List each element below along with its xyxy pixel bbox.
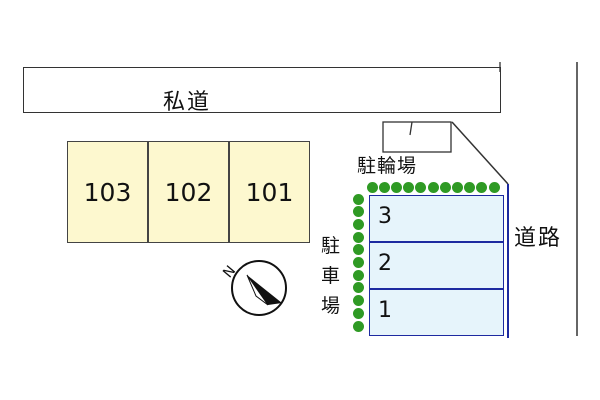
unit-103: 103	[67, 141, 148, 243]
parking-space-number: 2	[378, 251, 392, 276]
private-road-label: 私道	[163, 90, 212, 115]
parking-space-1: 1	[369, 289, 504, 336]
bicycle-parking-label: 駐輪場	[357, 155, 418, 177]
bicycle-shed	[382, 121, 452, 153]
hedge-dot	[451, 181, 463, 193]
hedge-dot	[352, 282, 364, 294]
hedge-dot	[352, 244, 364, 256]
hedge-dot	[390, 181, 402, 193]
parking-space-3: 3	[369, 195, 504, 242]
private-road	[23, 67, 501, 113]
parking-space-number: 1	[378, 298, 392, 323]
unit-101: 101	[229, 141, 310, 243]
hedge-dot	[352, 320, 364, 332]
car-parking-label-3: 場	[321, 295, 341, 317]
car-parking-label-1: 駐	[321, 235, 341, 257]
hedge-dot	[427, 181, 439, 193]
hedge-dot	[476, 181, 488, 193]
hedge-dot	[378, 181, 390, 193]
hedge-dot	[352, 295, 364, 307]
hedge-dot	[352, 206, 364, 218]
hedge-dot	[352, 257, 364, 268]
hedge-dot	[488, 181, 500, 193]
parking-space-2: 2	[369, 242, 504, 289]
hedge-dot	[464, 181, 476, 193]
road-label: 道路	[514, 226, 563, 251]
hedge-dot	[439, 181, 451, 193]
unit-102: 102	[148, 141, 229, 243]
hedge-dot	[403, 181, 415, 193]
hedge-dot	[352, 269, 364, 281]
car-parking-label-2: 車	[321, 265, 341, 287]
hedge-dot	[352, 307, 364, 319]
hedge-dot	[352, 218, 364, 230]
hedge-dot	[415, 181, 427, 193]
hedge-dot	[366, 181, 378, 193]
site-boundary-diagonal	[451, 121, 509, 185]
parking-space-number: 3	[378, 204, 392, 229]
hedge-dot	[352, 231, 364, 243]
hedge-dot	[352, 193, 364, 205]
